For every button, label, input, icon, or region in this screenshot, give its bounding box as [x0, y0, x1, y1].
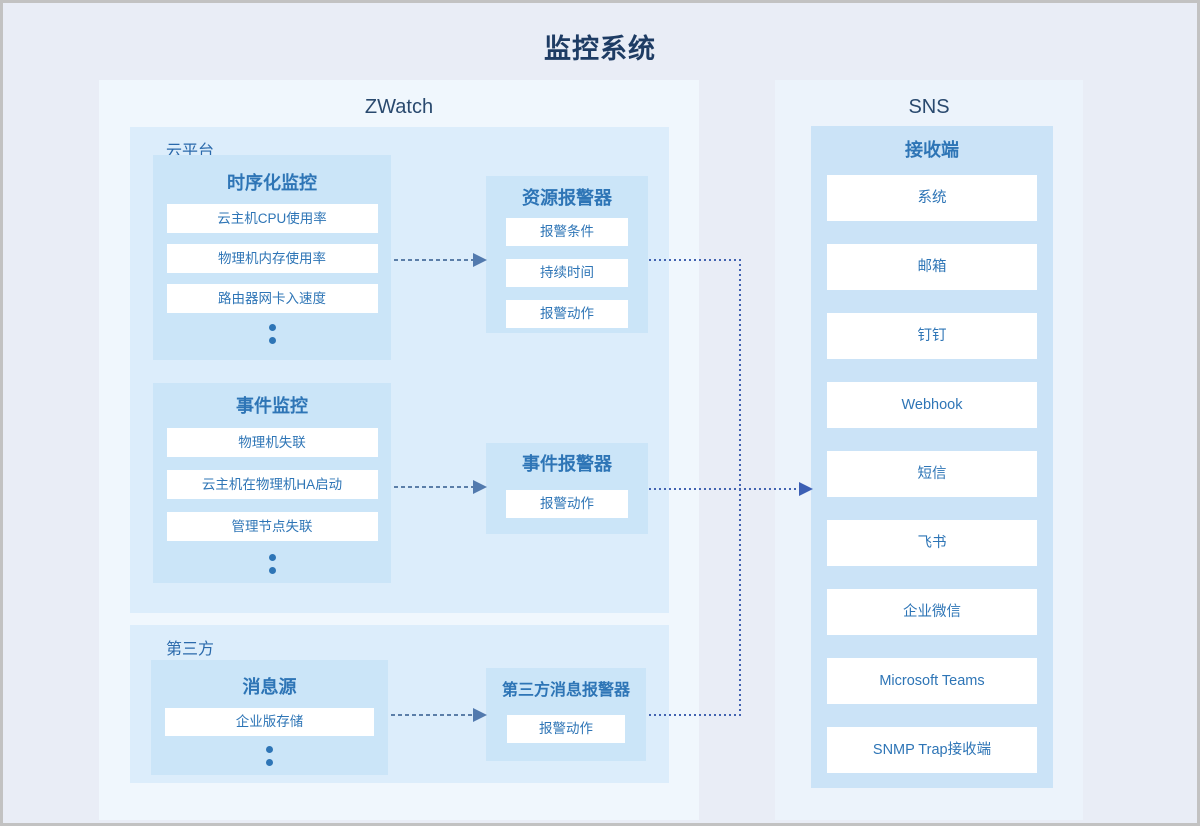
- page-title: 监控系统: [544, 34, 656, 64]
- message-source-item: 企业版存储: [165, 708, 374, 736]
- thirdparty-alarm-item: 报警动作: [507, 715, 625, 743]
- thirdparty-alarm-box: 第三方消息报警器 报警动作: [486, 668, 646, 761]
- receiver-item: Microsoft Teams: [827, 658, 1037, 704]
- receiver-group: 接收端 系统 邮箱 钉钉 Webhook 短信 飞书 企业微信 Microsof…: [811, 126, 1053, 788]
- resource-alarm-item: 报警动作: [506, 300, 628, 328]
- resource-alarm-item: 报警条件: [506, 218, 628, 246]
- receiver-item: Webhook: [827, 382, 1037, 428]
- receiver-item: 飞书: [827, 520, 1037, 566]
- thirdparty-alarm-title: 第三方消息报警器: [501, 682, 630, 699]
- receiver-item: 企业微信: [827, 589, 1037, 635]
- receiver-item: 邮箱: [827, 244, 1037, 290]
- resource-alarm-title: 资源报警器: [522, 188, 612, 208]
- receiver-title: 接收端: [905, 140, 959, 160]
- receiver-item: 系统: [827, 175, 1037, 221]
- vertical-ellipsis: [151, 746, 388, 766]
- receiver-item: 钉钉: [827, 313, 1037, 359]
- event-alarm-item: 报警动作: [506, 490, 628, 518]
- resource-alarm-box: 资源报警器 报警条件 持续时间 报警动作: [486, 176, 648, 333]
- timeseries-item: 云主机CPU使用率: [166, 204, 378, 233]
- vertical-ellipsis: [153, 554, 391, 574]
- vertical-ellipsis: [153, 324, 391, 344]
- timeseries-item: 路由器网卡入速度: [166, 284, 378, 313]
- event-alarm-box: 事件报警器 报警动作: [486, 443, 648, 534]
- timeseries-monitor-box: 时序化监控 云主机CPU使用率 物理机内存使用率 路由器网卡入速度: [153, 155, 391, 360]
- event-item: 云主机在物理机HA启动: [166, 470, 378, 499]
- zwatch-panel-title: ZWatch: [364, 96, 434, 118]
- event-item: 管理节点失联: [166, 512, 378, 541]
- timeseries-monitor-title: 时序化监控: [227, 173, 317, 193]
- event-alarm-title: 事件报警器: [522, 454, 612, 474]
- sns-panel-title: SNS: [908, 96, 950, 118]
- receiver-item: 短信: [827, 451, 1037, 497]
- message-source-box: 消息源 企业版存储: [151, 660, 388, 775]
- event-monitor-box: 事件监控 物理机失联 云主机在物理机HA启动 管理节点失联: [153, 383, 391, 583]
- third-party-label: 第三方: [166, 641, 215, 658]
- resource-alarm-item: 持续时间: [506, 259, 628, 287]
- event-monitor-title: 事件监控: [236, 396, 308, 416]
- receiver-item: SNMP Trap接收端: [827, 727, 1037, 773]
- timeseries-item: 物理机内存使用率: [166, 244, 378, 273]
- event-item: 物理机失联: [166, 428, 378, 457]
- message-source-title: 消息源: [242, 677, 297, 697]
